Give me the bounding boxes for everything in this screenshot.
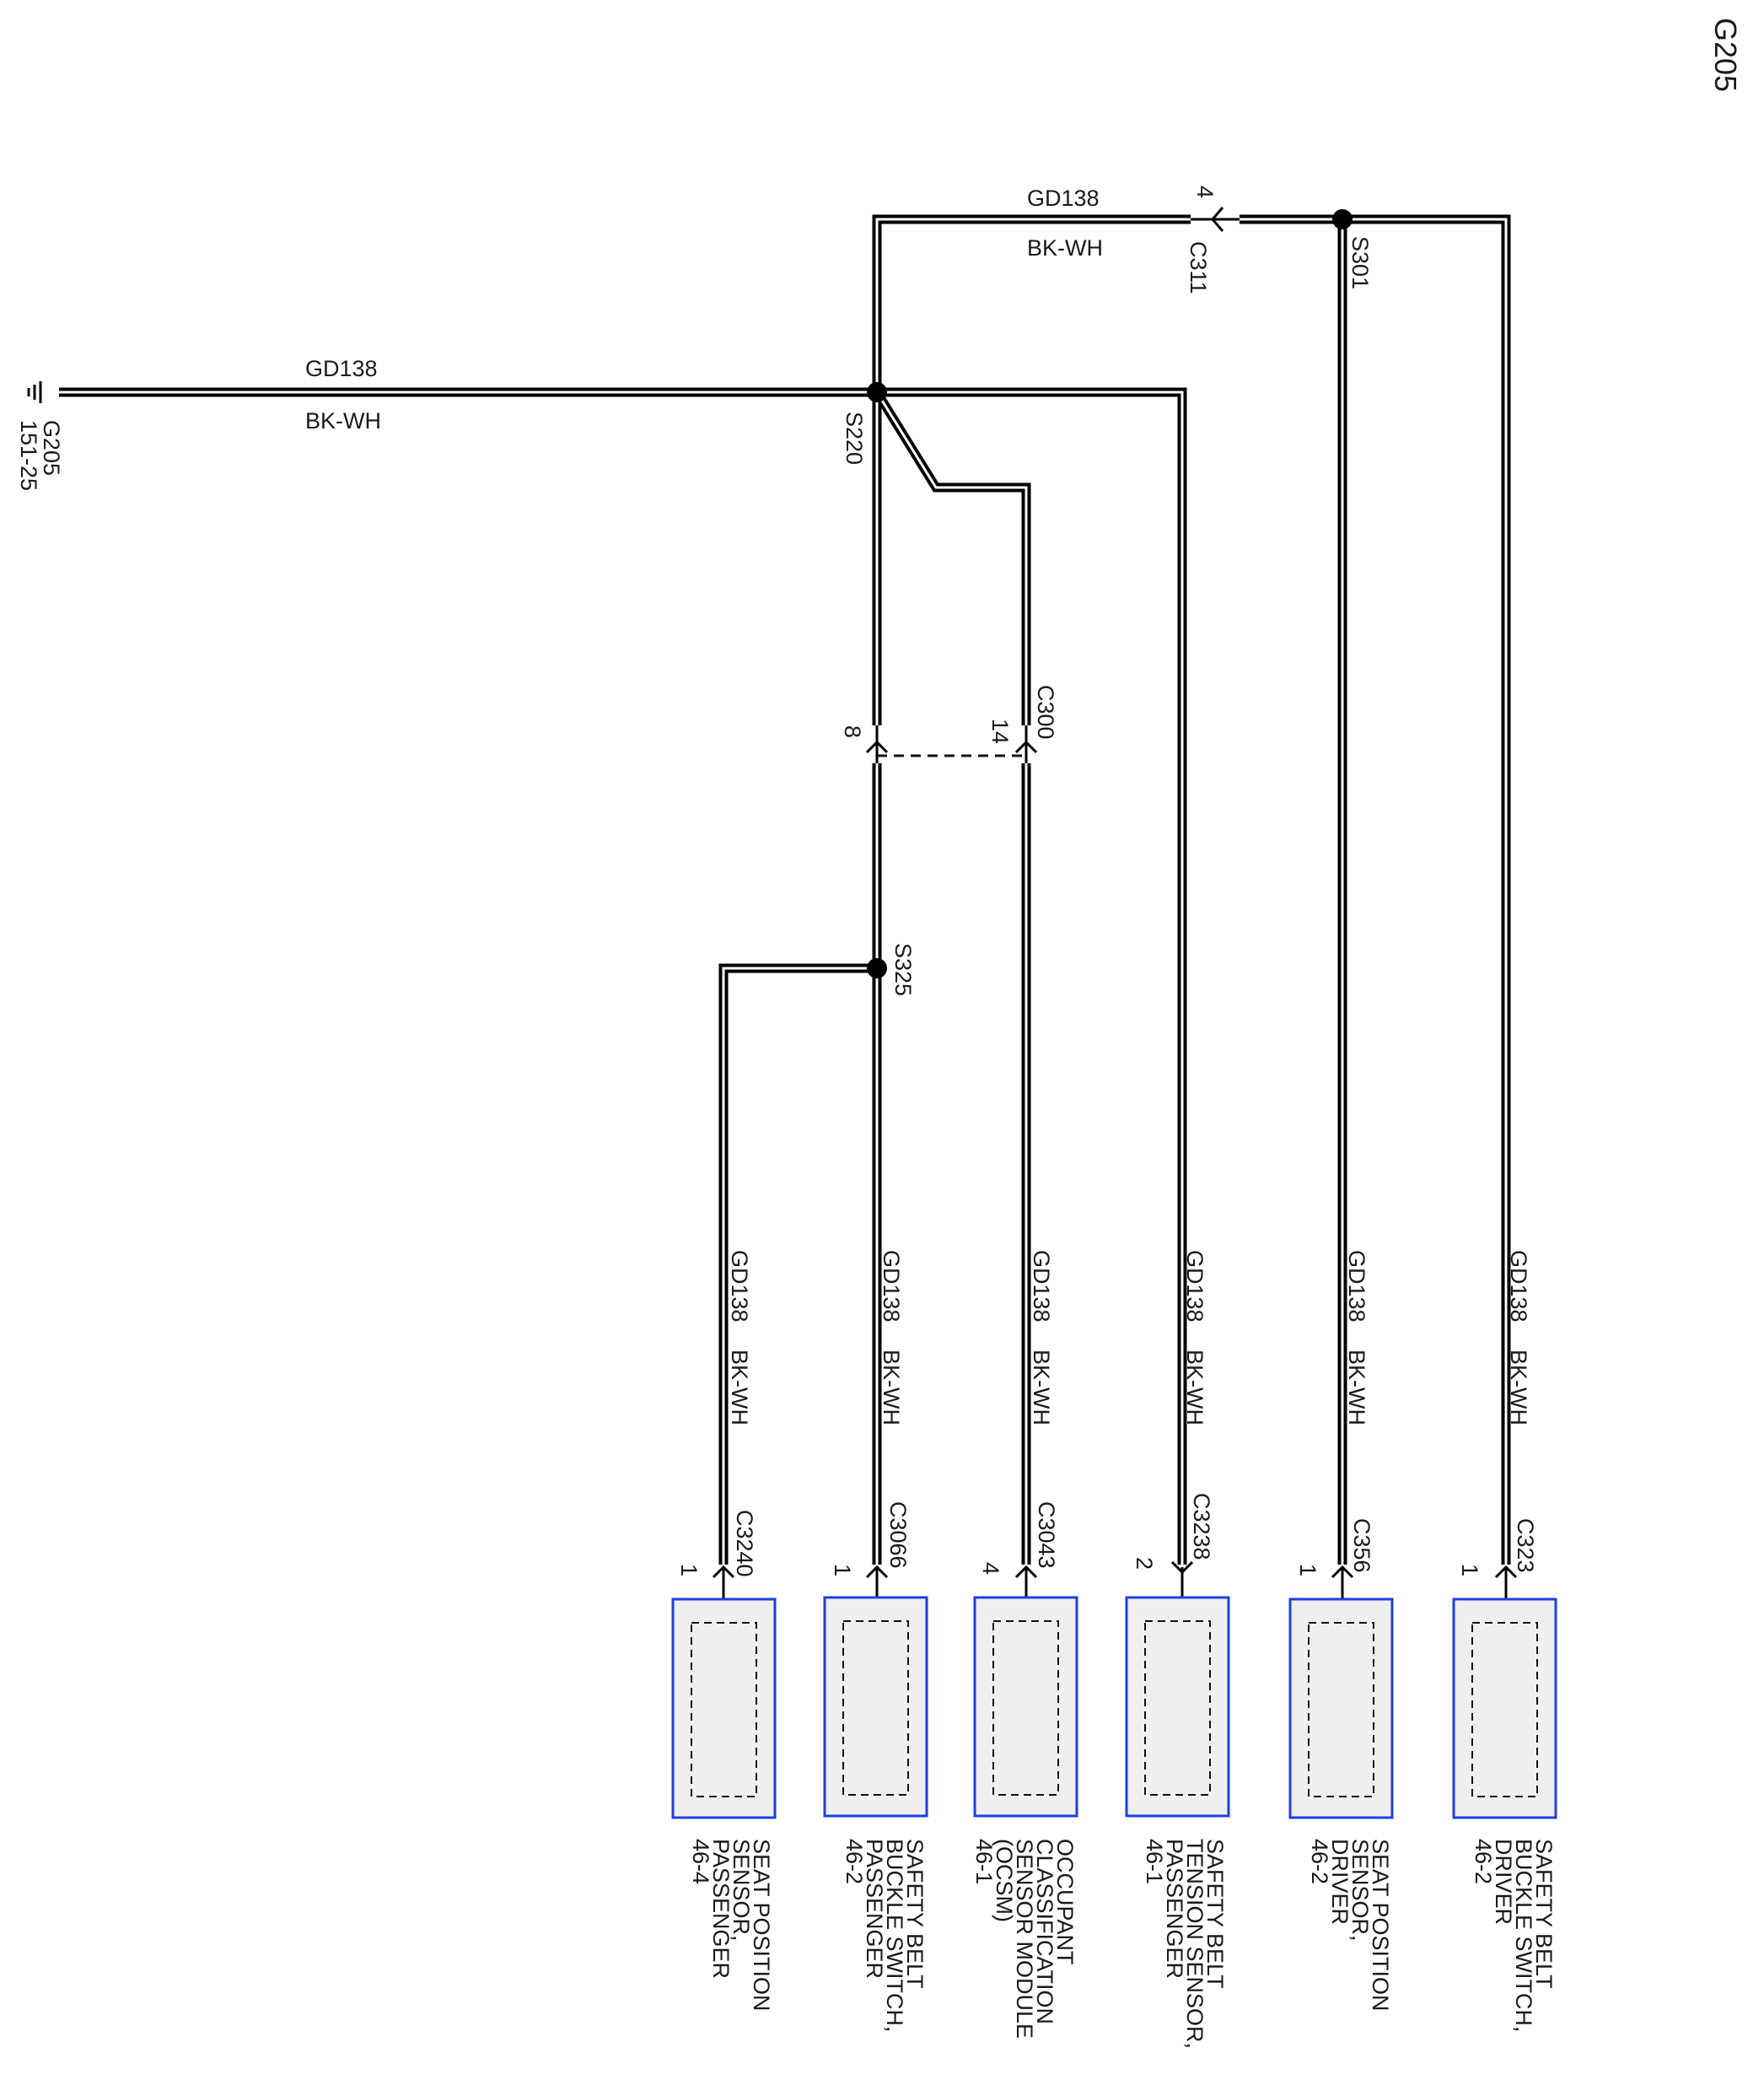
component-label-line: DRIVER <box>1327 1839 1353 1925</box>
branch-pin: 1 <box>676 1564 702 1576</box>
splice-s220-dot <box>867 382 887 402</box>
page-title: G205 <box>1708 18 1743 92</box>
c311-pin: 4 <box>1192 186 1218 198</box>
c300-pin-a: 8 <box>840 725 865 738</box>
component-label-line: TENSION SENSOR, <box>1182 1839 1207 2049</box>
ground-name: G205 <box>39 420 64 476</box>
component-box <box>1288 1597 1394 1819</box>
component-label-line: 46-4 <box>688 1839 713 1884</box>
ground-icon <box>27 381 42 403</box>
branch-connector: C3066 <box>885 1501 911 1569</box>
splice-s220-label: S220 <box>842 412 867 465</box>
component-box <box>823 1596 928 1818</box>
branch-connector: C3043 <box>1034 1501 1059 1569</box>
main-wire-circuit: GD138 <box>305 356 378 381</box>
branch-color: BK-WH <box>1506 1350 1531 1425</box>
branch-pin: 4 <box>978 1562 1003 1575</box>
component-label-line: 46-1 <box>1142 1839 1167 1884</box>
c300-name: C300 <box>1033 685 1058 740</box>
component-label-line: 46-2 <box>1307 1839 1332 1884</box>
main-wire-color: BK-WH <box>305 408 381 434</box>
component-label-line: 46-1 <box>971 1839 997 1884</box>
component-label-line: PASSENGER <box>708 1839 734 1979</box>
wire-harness-stripe <box>59 218 1508 1565</box>
splice-s301-label: S301 <box>1347 236 1373 289</box>
branch-c3043: GD138 BK-WH C3043 4 OCCUPANT CLASSIFICAT… <box>971 1250 1078 2039</box>
component-label-line: SAFETY BELT <box>902 1839 928 1989</box>
branch-circuit: GD138 <box>879 1250 904 1323</box>
splice-s325-dot <box>867 958 887 978</box>
component-label-line: SENSOR, <box>729 1839 754 1942</box>
component-label-line: BUCKLE SWITCH, <box>882 1839 907 2033</box>
branch-color: BK-WH <box>879 1350 904 1425</box>
component-label-line: 46-2 <box>1471 1839 1496 1884</box>
branch-c323: GD138 BK-WH C323 1 SAFETY BELT BUCKLE SW… <box>1452 1250 1557 2033</box>
component-label-line: SAFETY BELT <box>1202 1839 1228 1989</box>
component-label-line: (OCSM) <box>992 1839 1017 1922</box>
wire-harness <box>59 214 1511 1565</box>
branch-color: BK-WH <box>1344 1350 1369 1425</box>
component-box <box>1452 1597 1557 1819</box>
component-label-line: BUCKLE SWITCH, <box>1511 1839 1536 2033</box>
component-label-line: DRIVER <box>1491 1839 1516 1925</box>
splice-s301-dot <box>1332 209 1353 229</box>
branch-circuit: GD138 <box>1182 1250 1207 1323</box>
component-label-line: SEAT POSITION <box>1368 1839 1393 2012</box>
branch-connector: C3238 <box>1189 1493 1214 1560</box>
branch-circuit: GD138 <box>1506 1250 1531 1323</box>
branch-c356: GD138 BK-WH C356 1 SEAT POSITION SENSOR,… <box>1288 1250 1394 2012</box>
component-box <box>671 1597 777 1819</box>
component-label-line: SAFETY BELT <box>1531 1839 1557 1989</box>
component-box <box>1125 1596 1230 1818</box>
branch-circuit: GD138 <box>727 1250 752 1323</box>
branch-connector: C356 <box>1349 1518 1374 1573</box>
branch-color: BK-WH <box>1182 1350 1207 1425</box>
branch-c3238: GD138 BK-WH C3238 2 SAFETY BELT TENSION … <box>1125 1250 1230 2049</box>
branch-pin: 1 <box>830 1564 855 1576</box>
branch-pin: 1 <box>1295 1564 1320 1576</box>
branch-c3240: GD138 BK-WH C3240 1 SEAT POSITION SENSOR… <box>671 1250 777 2012</box>
branch-c3066: GD138 BK-WH C3066 1 SAFETY BELT BUCKLE S… <box>823 1250 928 2033</box>
component-label-line: SENSOR MODULE <box>1012 1839 1037 2039</box>
top-wire-color: BK-WH <box>1027 235 1103 261</box>
branch-pin: 1 <box>1457 1564 1482 1576</box>
ground-ref: 151-25 <box>16 420 41 491</box>
c311-name: C311 <box>1186 241 1211 294</box>
branch-color: BK-WH <box>727 1350 752 1425</box>
component-label-line: SEAT POSITION <box>749 1839 774 2012</box>
branch-connector: C323 <box>1513 1518 1538 1573</box>
branch-circuit: GD138 <box>1029 1250 1054 1323</box>
branch-color: BK-WH <box>1029 1350 1054 1425</box>
component-label-line: SENSOR, <box>1347 1839 1373 1942</box>
top-wire-circuit: GD138 <box>1027 186 1100 211</box>
component-label-line: CLASSIFICATION <box>1032 1839 1057 2024</box>
c300-pin-b: 14 <box>987 719 1013 744</box>
branch-connector: C3240 <box>732 1510 757 1577</box>
component-label-line: OCCUPANT <box>1052 1839 1078 1965</box>
c300-connector <box>865 725 1038 763</box>
c311-connector <box>1191 207 1240 232</box>
component-label-line: PASSENGER <box>862 1839 887 1979</box>
component-box <box>973 1596 1078 1818</box>
component-label-line: 46-2 <box>842 1839 867 1884</box>
branch-circuit: GD138 <box>1344 1250 1369 1323</box>
splice-s325-label: S325 <box>890 943 916 996</box>
branch-pin: 2 <box>1132 1557 1157 1570</box>
component-label-line: PASSENGER <box>1162 1839 1187 1979</box>
